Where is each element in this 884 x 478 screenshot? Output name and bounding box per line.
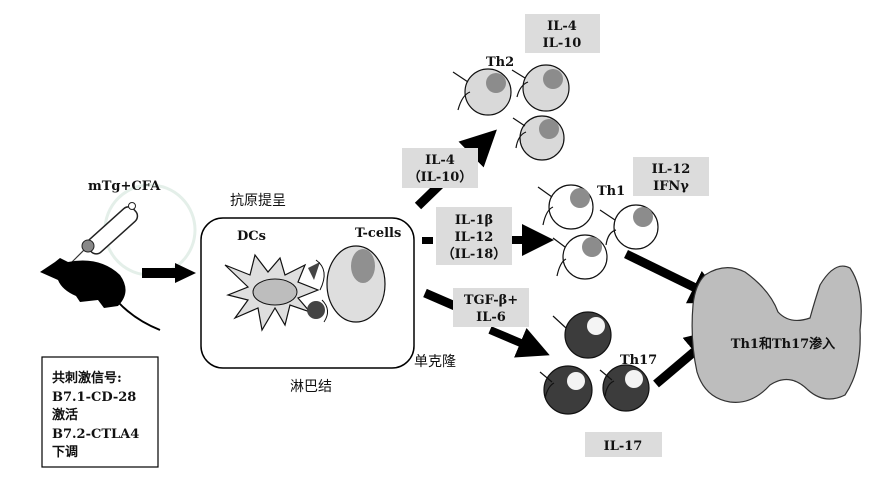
- th17-label: Th17: [620, 353, 657, 368]
- costim-molecule: [307, 301, 325, 319]
- antigen-triangle: [308, 262, 320, 280]
- injection-label: mTg+CFA: [88, 179, 161, 194]
- th1-to-thyroid-arrow: [624, 249, 727, 304]
- dcs-label: DCs: [237, 229, 266, 244]
- th17-secreted-box: IL-17: [585, 432, 662, 457]
- antigen-presentation-label: 抗原提呈: [230, 193, 286, 209]
- th2-cells: [452, 64, 570, 161]
- lymph-node-label: 淋巴结: [290, 379, 332, 395]
- th1-label: Th1: [597, 184, 625, 199]
- th2-label: Th2: [486, 55, 514, 70]
- th1-inducer-box: IL-1β IL-12 （IL-18）: [436, 207, 512, 265]
- svg-text:B7.2-CTLA4: B7.2-CTLA4: [52, 427, 139, 442]
- th1-secreted-box: IL-12 IFNγ: [633, 157, 709, 196]
- svg-text:IL-10: IL-10: [543, 36, 582, 51]
- syringe-icon: [71, 202, 139, 263]
- svg-text:IL-12: IL-12: [652, 162, 691, 177]
- svg-text:激活: 激活: [52, 407, 78, 423]
- tcells-label: T-cells: [355, 226, 401, 241]
- svg-text:TGF-β+: TGF-β+: [464, 293, 518, 308]
- svg-text:B7.1-CD-28: B7.1-CD-28: [52, 390, 136, 405]
- th2-inducer-box: IL-4 （IL-10）: [402, 148, 478, 188]
- th17-inducer-box: TGF-β+ IL-6: [453, 288, 529, 327]
- dc-nucleus: [252, 278, 298, 306]
- receptor-lines: [315, 259, 328, 323]
- t-cell-nucleus: [351, 249, 375, 283]
- svg-text:IL-6: IL-6: [476, 310, 506, 325]
- th1-cells: [537, 184, 659, 280]
- svg-text:（IL-18）: （IL-18）: [442, 246, 507, 262]
- clonal-label: 单克隆: [414, 354, 456, 370]
- svg-text:IL-17: IL-17: [604, 439, 643, 454]
- svg-text:下调: 下调: [52, 445, 78, 460]
- th1-arrow-tail: [422, 237, 433, 244]
- svg-text:IL-12: IL-12: [455, 230, 494, 245]
- svg-text:IL-1β: IL-1β: [455, 213, 493, 228]
- costim-signal-box: 共刺激信号: B7.1-CD-28 激活 B7.2-CTLA4 下调: [41, 356, 159, 468]
- th2-secreted-box: IL-4 IL-10: [525, 14, 600, 53]
- thyroid-label: Th1和Th17渗入: [731, 336, 835, 352]
- th17-cells: [539, 311, 650, 415]
- mouse-icon: [40, 258, 161, 331]
- svg-text:IL-4: IL-4: [547, 19, 577, 34]
- thyroid-gland: [691, 265, 862, 403]
- arrow-right-icon: [142, 263, 196, 283]
- svg-text:IL-4: IL-4: [425, 153, 455, 168]
- lymph-node-box: [200, 217, 415, 369]
- svg-text:IFNγ: IFNγ: [653, 179, 689, 194]
- svg-text:（IL-10）: （IL-10）: [408, 169, 473, 185]
- svg-text:共刺激信号:: 共刺激信号:: [52, 370, 122, 386]
- th17-arrow-tail: [423, 288, 457, 311]
- th17-arrow: [488, 326, 550, 358]
